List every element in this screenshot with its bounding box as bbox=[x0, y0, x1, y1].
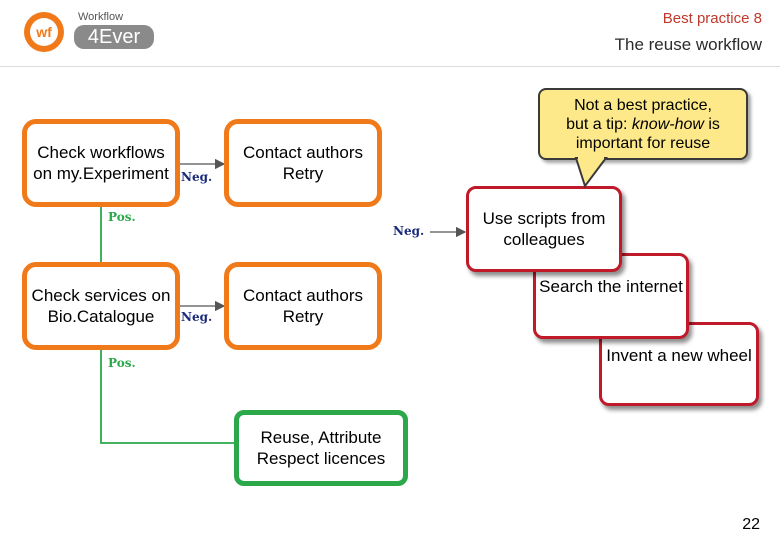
neg-label-3: Neg. bbox=[393, 224, 425, 238]
slide-title: The reuse workflow bbox=[614, 35, 762, 54]
tip-callout: Not a best practice, but a tip: know-how… bbox=[538, 88, 748, 160]
reuse-attribute-box: Reuse, Attribute Respect licences bbox=[234, 410, 408, 486]
page-number: 22 bbox=[742, 516, 760, 533]
neg-label-2: Neg. bbox=[181, 310, 213, 324]
check-myexperiment-box: Check workflows on my.Experiment bbox=[22, 119, 180, 207]
contact-authors-box-2: Contact authors Retry bbox=[224, 262, 382, 350]
contact-authors-box-1: Contact authors Retry bbox=[224, 119, 382, 207]
slide-kicker: Best practice 8 bbox=[662, 10, 762, 27]
pos-label-1: Pos. bbox=[108, 210, 136, 224]
pos-line-2 bbox=[100, 349, 234, 444]
workflow4ever-logo: wf Workflow 4Ever bbox=[20, 6, 160, 56]
logo-main-text: 4Ever bbox=[88, 26, 141, 48]
check-biocatalogue-box: Check services on Bio.Catalogue bbox=[22, 262, 180, 350]
use-scripts-box: Use scripts from colleagues bbox=[466, 186, 622, 272]
logo-badge-text: wf bbox=[35, 24, 52, 40]
neg-label-1: Neg. bbox=[181, 170, 213, 184]
callout-line-1: Not a best practice, bbox=[574, 97, 712, 114]
callout-line-2-suffix: is bbox=[703, 116, 720, 133]
callout-know-how: know-how bbox=[631, 116, 704, 133]
pos-label-2: Pos. bbox=[108, 356, 136, 370]
callout-line-3: important for reuse bbox=[575, 135, 711, 152]
logo-small-text: Workflow bbox=[78, 11, 123, 23]
callout-line-2-prefix: but a tip: bbox=[566, 116, 632, 133]
header-divider bbox=[0, 66, 780, 67]
